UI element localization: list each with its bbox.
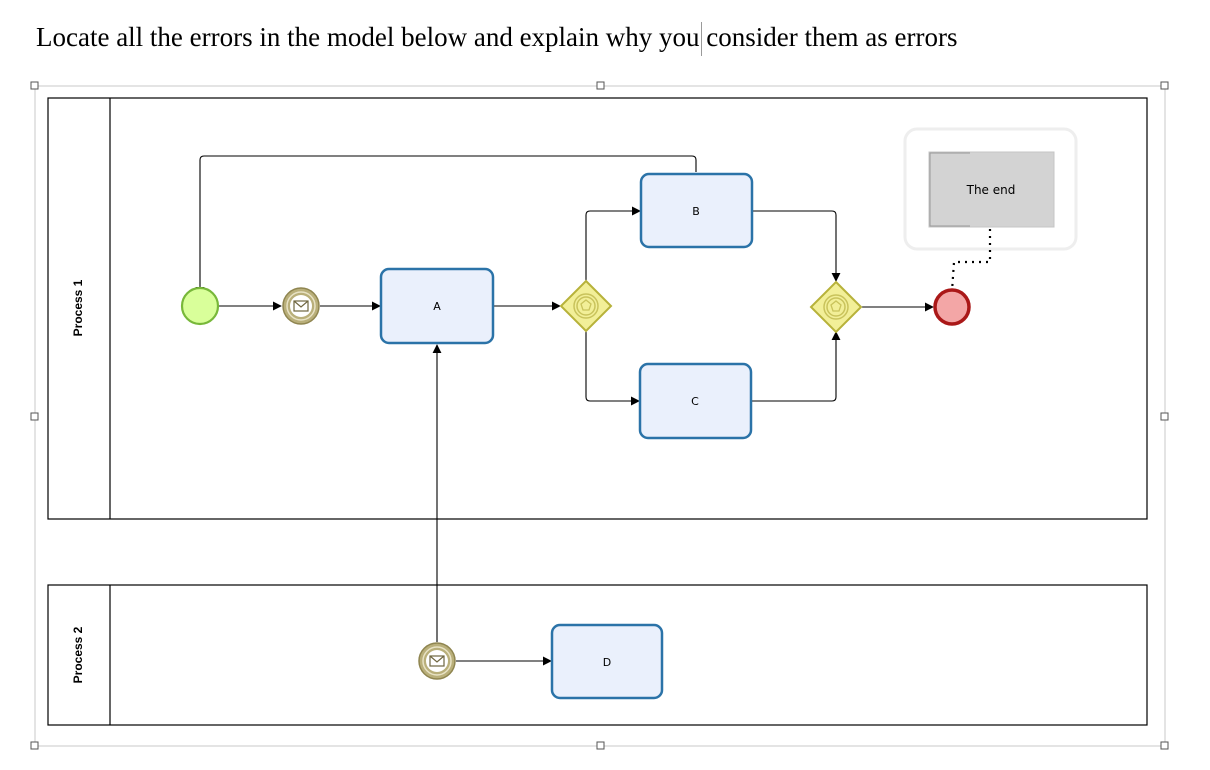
pool-label-process-1: Process 1 xyxy=(71,279,85,336)
selection-frame[interactable] xyxy=(30,81,1169,750)
text-cursor xyxy=(701,22,702,56)
sequence-flow-gateway-to-b[interactable] xyxy=(585,206,641,281)
annotation-text: The end xyxy=(966,183,1016,197)
resize-handle-bottom-right[interactable] xyxy=(1160,741,1169,750)
task-a-label: A xyxy=(433,300,441,313)
message-event-process-1[interactable] xyxy=(282,287,320,325)
resize-handle-bottom-middle[interactable] xyxy=(596,741,605,750)
text-annotation[interactable]: The end xyxy=(903,127,1078,251)
end-event[interactable] xyxy=(933,288,971,326)
task-b[interactable]: B xyxy=(639,172,754,249)
resize-handle-middle-right[interactable] xyxy=(1160,412,1169,421)
task-d-label: D xyxy=(603,656,611,669)
association-line[interactable] xyxy=(950,229,992,292)
message-event-process-2[interactable] xyxy=(418,642,456,680)
sequence-flow-b-to-start[interactable] xyxy=(195,155,697,296)
pool-label-process-2: Process 2 xyxy=(71,626,85,683)
task-c-label: C xyxy=(691,395,699,408)
task-a[interactable]: A xyxy=(379,267,495,345)
resize-handle-bottom-left[interactable] xyxy=(30,741,39,750)
pentagon-icon xyxy=(830,300,842,312)
sequence-flow-gateway-to-c[interactable] xyxy=(585,331,640,406)
resize-handle-top-right[interactable] xyxy=(1160,81,1169,90)
resize-handle-top-left[interactable] xyxy=(30,81,39,90)
task-b-label: B xyxy=(692,205,700,218)
resize-handle-middle-left[interactable] xyxy=(30,412,39,421)
event-gateway-join[interactable] xyxy=(809,280,863,334)
task-c[interactable]: C xyxy=(638,362,753,440)
resize-handle-top-middle[interactable] xyxy=(596,81,605,90)
page-title: Locate all the errors in the model below… xyxy=(36,22,958,52)
task-d[interactable]: D xyxy=(550,623,664,700)
sequence-flow-c-to-join[interactable] xyxy=(751,331,841,402)
envelope-icon xyxy=(429,655,445,667)
event-gateway-split[interactable] xyxy=(559,279,613,333)
pentagon-icon xyxy=(580,299,592,311)
sequence-flow-b-to-join[interactable] xyxy=(752,210,841,282)
start-event[interactable] xyxy=(180,286,220,326)
envelope-icon xyxy=(293,300,309,312)
